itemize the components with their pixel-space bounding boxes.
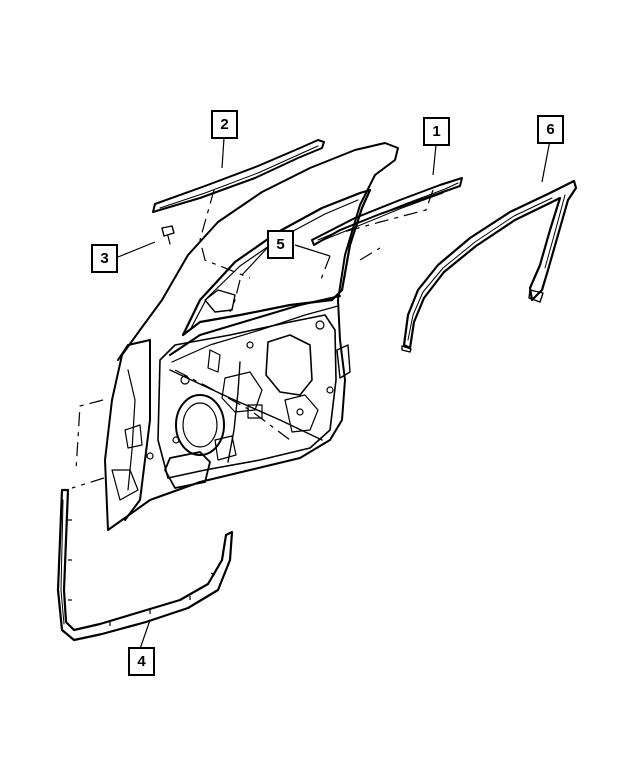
callout-label: 1 xyxy=(432,123,440,140)
callout-1: 1 xyxy=(423,117,450,146)
callout-label: 4 xyxy=(137,653,146,670)
part-4-lower-seal xyxy=(56,488,234,642)
callout-2: 2 xyxy=(211,110,238,139)
callout-label: 2 xyxy=(220,116,228,133)
part-3-clip xyxy=(161,225,175,245)
callout-6: 6 xyxy=(537,115,564,144)
callout-3: 3 xyxy=(91,244,118,273)
callout-label: 3 xyxy=(100,250,108,267)
callout-label: 6 xyxy=(546,121,554,138)
door-shell xyxy=(104,142,399,531)
part-1-belt-weatherstrip xyxy=(311,177,463,246)
callout-4: 4 xyxy=(128,647,155,676)
leader-lines xyxy=(71,137,551,650)
part-6-glass-run-channel xyxy=(401,179,578,353)
part-2-inner-belt-strip xyxy=(152,139,325,213)
callout-label: 5 xyxy=(276,236,284,253)
callout-5: 5 xyxy=(267,230,294,259)
